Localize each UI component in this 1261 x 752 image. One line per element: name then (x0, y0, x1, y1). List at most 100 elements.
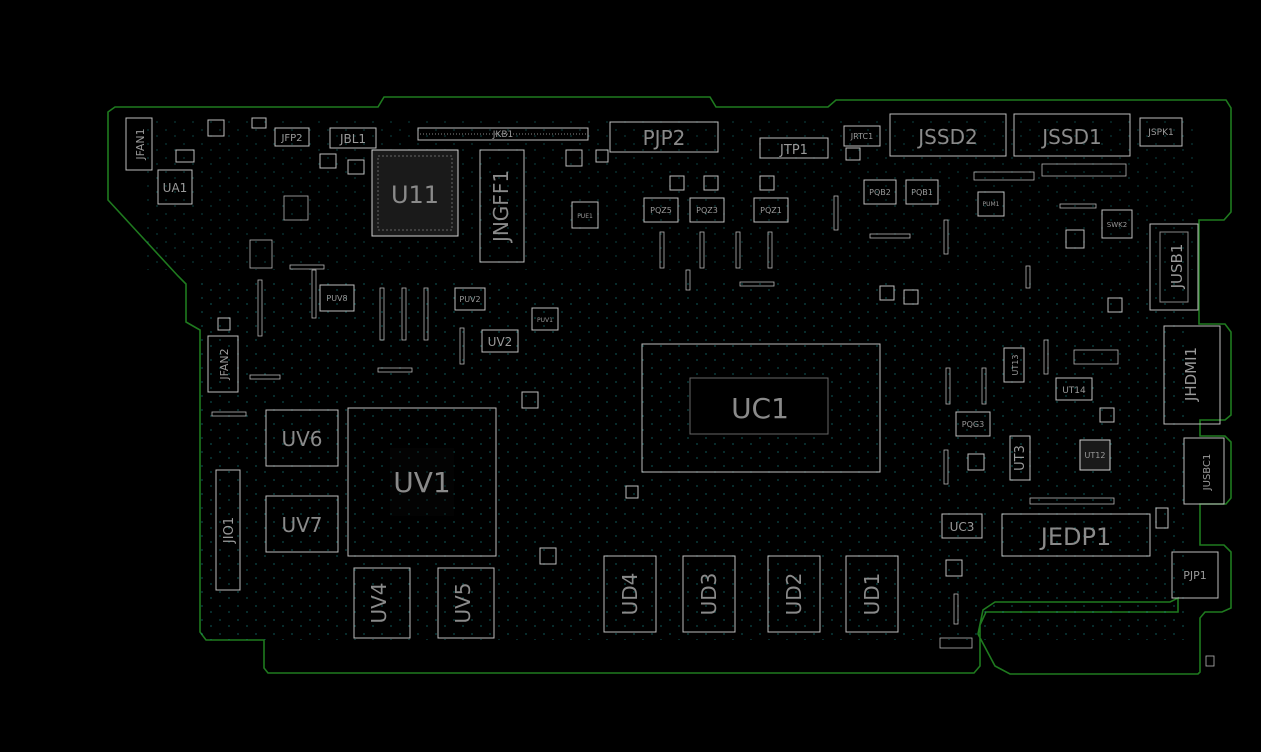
component-UD3: UD3 (682, 555, 736, 633)
label-PJP1: PJP1 (1183, 569, 1207, 582)
component-PQZ1: PQZ1 (753, 197, 789, 223)
component-JBL1: JBL1 (329, 127, 377, 149)
label-PUM1: PUM1 (982, 201, 999, 208)
via-field (200, 280, 1190, 640)
label-JTP1: JTP1 (779, 143, 808, 158)
component-JFAN2: JFAN2 (207, 335, 239, 393)
component-JFAN1: JFAN1 (125, 117, 153, 171)
label-UD1: UD1 (860, 573, 884, 616)
component-JEDP1: JEDP1 (1001, 513, 1151, 557)
label-UT13: UT13 (1011, 355, 1020, 376)
component-PUV8: PUV8 (319, 284, 355, 312)
component-JTP1: JTP1 (759, 137, 829, 159)
label-PQZ1: PQZ1 (760, 206, 782, 215)
label-PQG3: PQG3 (962, 420, 984, 429)
label-JUSB1: JUSB1 (1168, 244, 1186, 290)
component-JSSD1: JSSD1 (1013, 113, 1131, 157)
component-JSPK1: JSPK1 (1139, 117, 1183, 147)
label-PUV1: PUV1 (537, 317, 553, 324)
component-PQB2: PQB2 (863, 179, 897, 205)
component-PUM1: PUM1 (977, 191, 1005, 217)
component-UV7: UV7 (265, 495, 339, 553)
component-JHDMI1: JHDMI1 (1163, 325, 1221, 425)
component-SWK2: SWK2 (1101, 209, 1133, 239)
label-PQZ5: PQZ5 (650, 206, 672, 215)
label-UA1: UA1 (163, 181, 188, 195)
label-PQB2: PQB2 (869, 188, 891, 197)
component-PJP1: PJP1 (1171, 551, 1219, 599)
label-PQB1: PQB1 (911, 188, 933, 197)
label-PUE1: PUE1 (577, 213, 593, 220)
component-UD1: UD1 (845, 555, 899, 633)
label-UV1: UV1 (393, 466, 450, 499)
label-JNGFF1: JNGFF1 (489, 170, 513, 244)
component-JRTC1: JRTC1 (843, 125, 881, 147)
label-UD3: UD3 (697, 573, 721, 616)
component-JKB1: JKB1 (417, 127, 589, 141)
component-UD4: UD4 (603, 555, 657, 633)
label-JFAN2: JFAN2 (218, 348, 231, 380)
label-PUV2: PUV2 (459, 295, 480, 304)
label-PJP2: PJP2 (643, 126, 686, 150)
component-PQZ5: PQZ5 (643, 197, 679, 223)
label-UT14: UT14 (1062, 386, 1086, 396)
component-PQB1: PQB1 (905, 179, 939, 205)
label-JBL1: JBL1 (339, 132, 366, 146)
passive-array (939, 265, 1215, 667)
label-PUV8: PUV8 (326, 294, 347, 303)
label-UV2: UV2 (488, 335, 513, 349)
label-UD4: UD4 (618, 573, 642, 616)
component-PQG3: PQG3 (955, 411, 991, 437)
component-JSSD2: JSSD2 (889, 113, 1007, 157)
component-JFP2: JFP2 (274, 127, 310, 147)
component-PUE1: PUE1 (571, 201, 599, 229)
component-UT13: UT13 (1003, 347, 1025, 383)
label-PQZ3: PQZ3 (696, 206, 718, 215)
label-UV5: UV5 (451, 582, 475, 623)
component-JNGFF1: JNGFF1 (479, 149, 525, 263)
component-PUV2: PUV2 (454, 287, 486, 311)
label-JFP2: JFP2 (280, 133, 302, 144)
component-UT3: UT3 (1009, 435, 1031, 481)
label-JSSD2: JSSD2 (916, 125, 977, 149)
label-JKB1: JKB1 (492, 130, 513, 140)
label-UD2: UD2 (782, 573, 806, 616)
component-UV5: UV5 (437, 567, 495, 639)
label-UC3: UC3 (950, 520, 975, 534)
passive-array (211, 195, 465, 417)
label-UV6: UV6 (281, 427, 322, 451)
label-JIO1: JIO1 (222, 517, 237, 544)
component-JIO1: JIO1 (215, 469, 241, 591)
label-UV4: UV4 (367, 582, 391, 623)
label-UV7: UV7 (281, 513, 322, 537)
component-UV6: UV6 (265, 409, 339, 467)
label-UT12: UT12 (1085, 451, 1106, 460)
component-UD2: UD2 (767, 555, 821, 633)
component-UC1: UC1 (641, 343, 881, 473)
label-JFAN1: JFAN1 (134, 128, 147, 160)
label-JRTC1: JRTC1 (850, 132, 873, 141)
label-U11: U11 (391, 181, 439, 209)
ic-footprint (175, 117, 1169, 577)
component-PQZ3: PQZ3 (689, 197, 725, 223)
passive-array (659, 163, 1127, 291)
component-JUSBC1: JUSBC1 (1183, 437, 1225, 505)
component-UT12: UT12 (1079, 439, 1111, 471)
component-UV4: UV4 (353, 567, 411, 639)
label-UT3: UT3 (1013, 445, 1028, 471)
via-field (140, 120, 1200, 270)
component-UV1: UV1 (347, 407, 497, 557)
label-JEDP1: JEDP1 (1039, 523, 1111, 551)
label-SWK2: SWK2 (1107, 221, 1127, 229)
component-UT14: UT14 (1055, 377, 1093, 401)
label-JHDMI1: JHDMI1 (1182, 347, 1200, 402)
component-UV2: UV2 (481, 329, 519, 353)
component-UC3: UC3 (941, 513, 983, 539)
component-PJP2: PJP2 (609, 121, 719, 153)
component-JUSB1: JUSB1 (1149, 223, 1199, 311)
component-UA1: UA1 (157, 169, 193, 205)
board-outline (107, 96, 1232, 675)
component-U11: U11 (371, 149, 459, 237)
label-UC1: UC1 (731, 392, 789, 425)
